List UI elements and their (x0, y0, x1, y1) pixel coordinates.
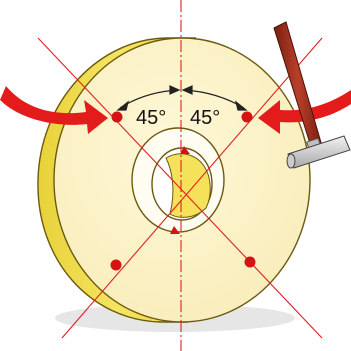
tap-point-upper-right (242, 112, 253, 123)
tap-point-upper-left (112, 112, 123, 123)
tap-point-lower-left (111, 260, 122, 271)
tap-point-lower-right (245, 257, 256, 268)
angle-label-left: 45° (136, 107, 166, 129)
hammer-face (287, 154, 295, 168)
angle-label-right: 45° (190, 107, 220, 129)
